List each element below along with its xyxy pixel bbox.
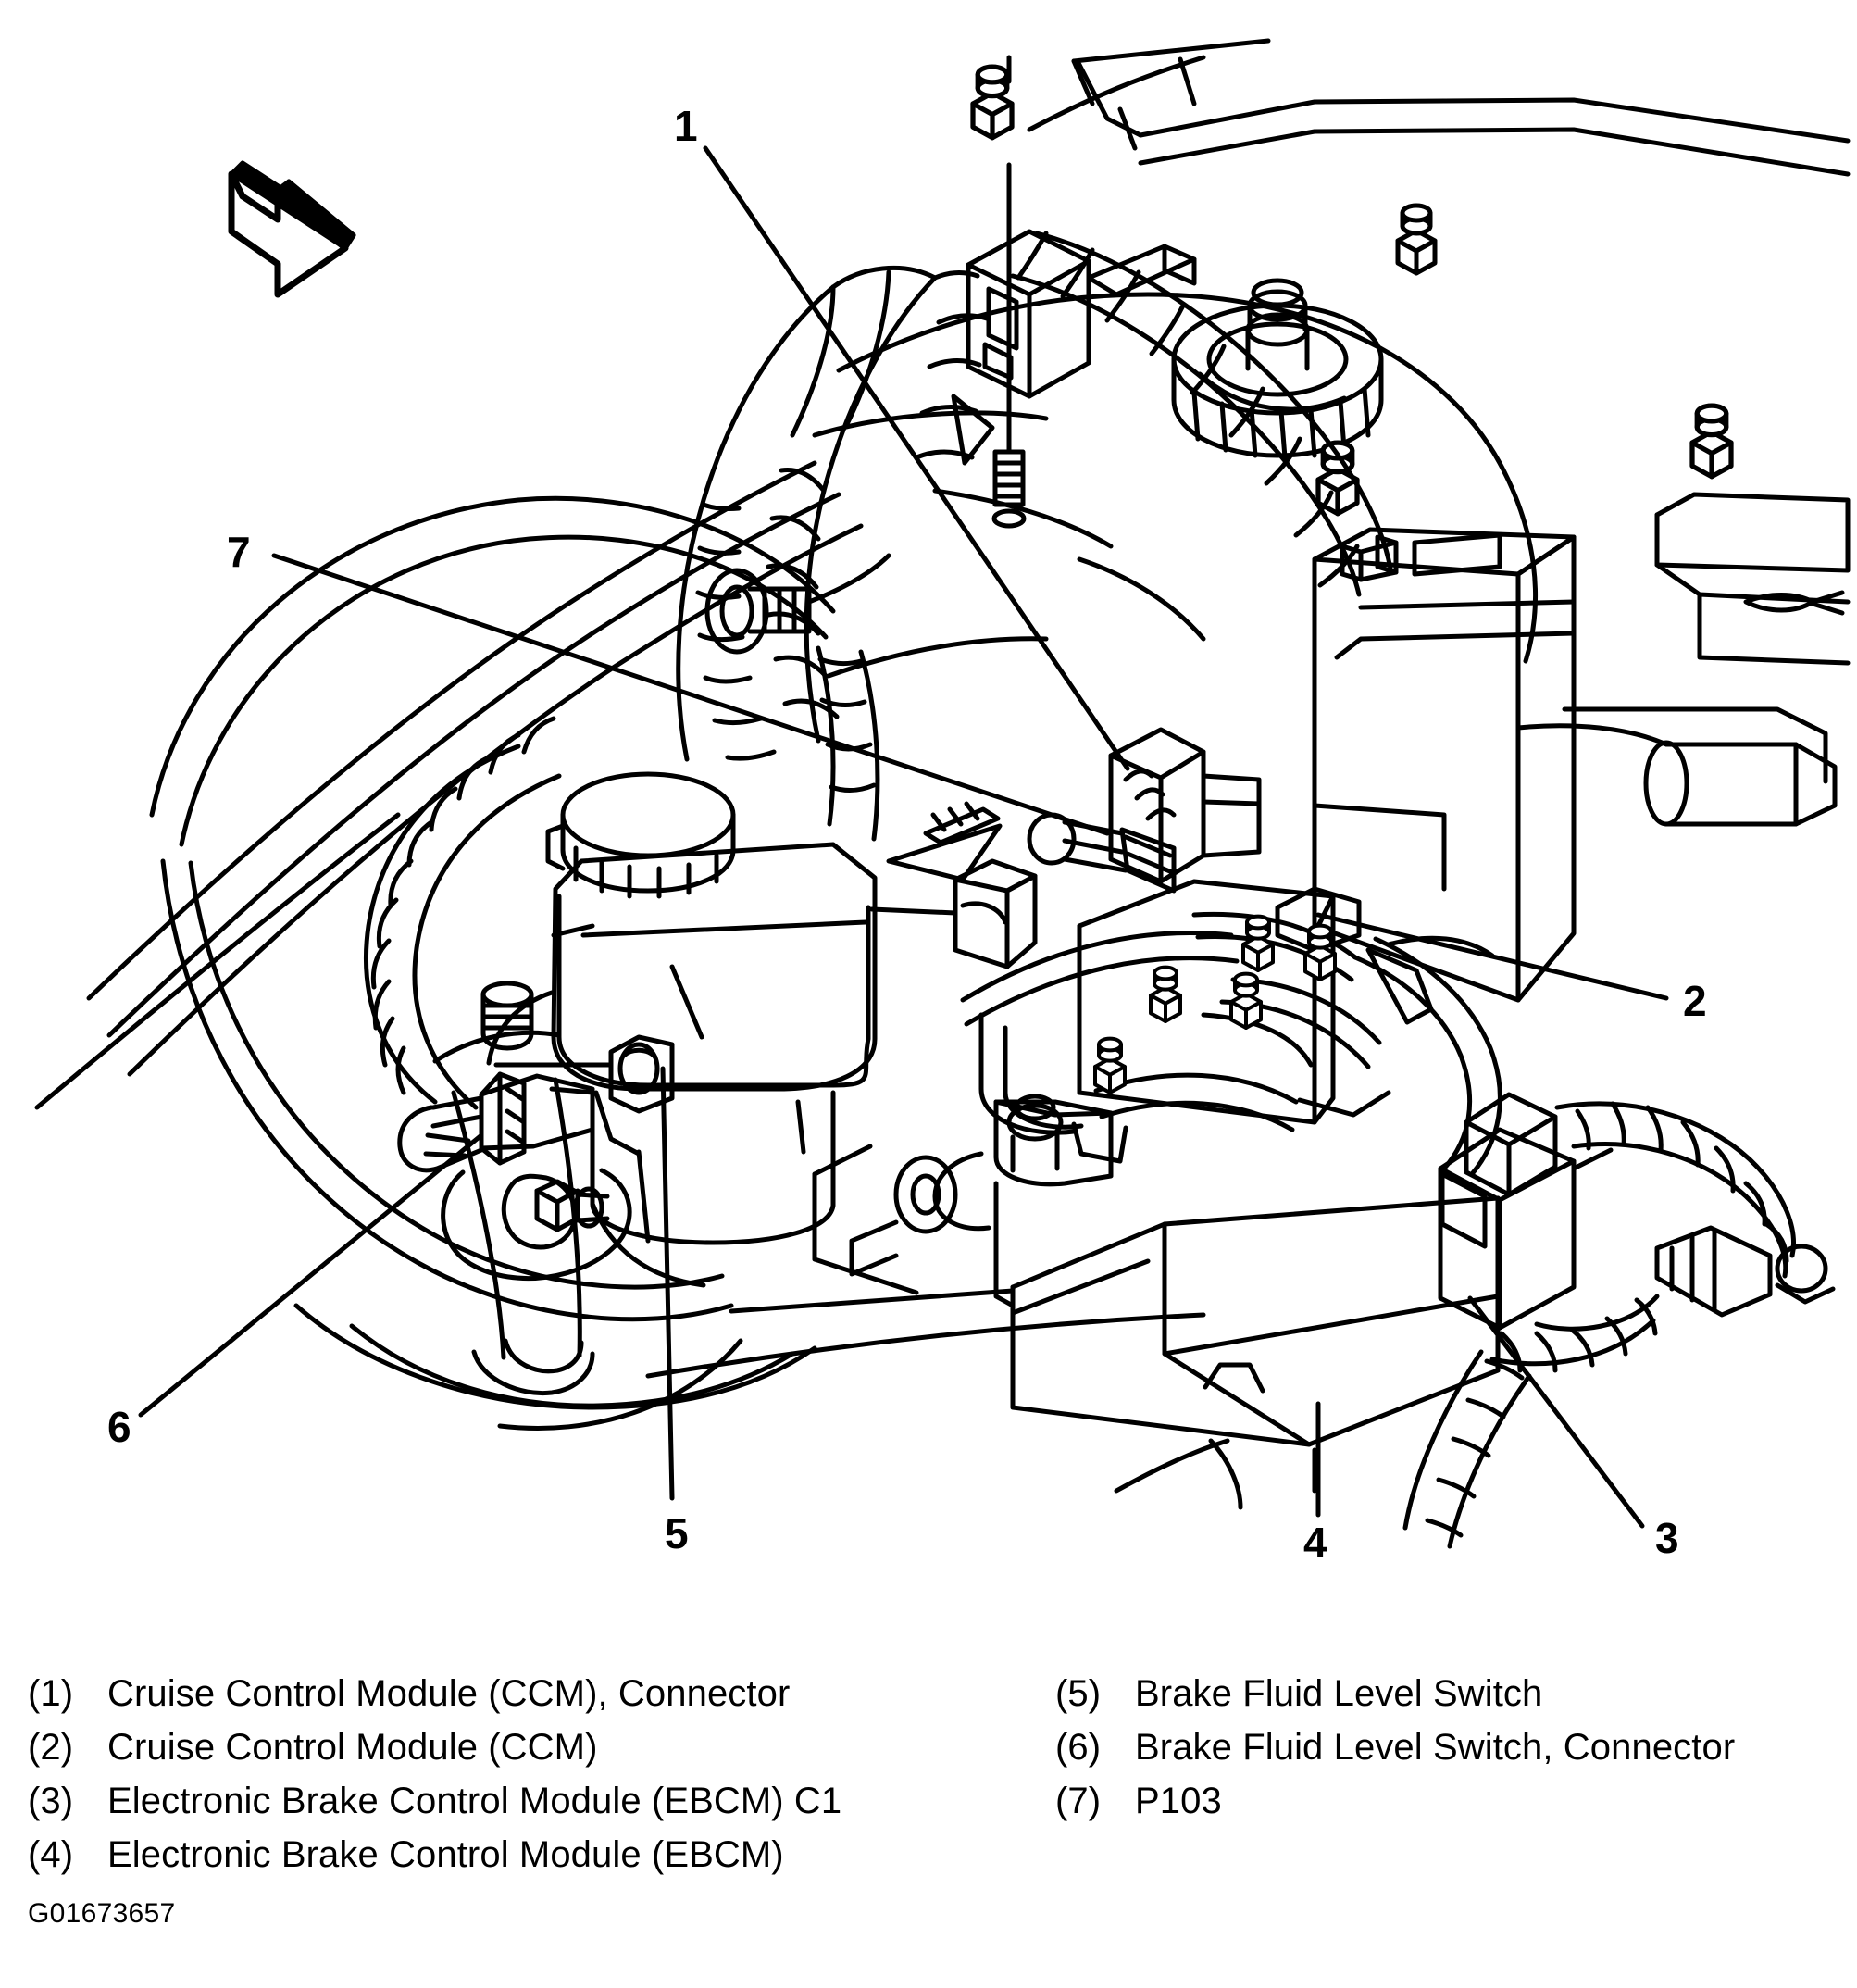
callout-5: 5: [665, 1509, 689, 1557]
legend-number: (2): [28, 1727, 74, 1768]
ebcm-c1-connector: [1438, 1092, 1614, 1331]
inline-connector: [991, 508, 1027, 529]
direction-arrow-icon: [228, 160, 356, 298]
wire-harness-conduit-right: [1010, 231, 1393, 597]
support-bracket: [812, 1144, 919, 1295]
cowl-panel: [1027, 38, 1851, 177]
lower-structure-lines: [645, 1288, 1317, 1510]
legend-item-1: (1) Cruise Control Module (CCM), Connect…: [28, 1667, 935, 1720]
legend-label: Brake Fluid Level Switch: [1135, 1673, 1543, 1714]
legend-label: Cruise Control Module (CCM), Connector: [107, 1673, 791, 1714]
callout-6: 6: [107, 1403, 131, 1451]
brake-booster: [149, 495, 836, 1431]
legend-number: (6): [1055, 1727, 1102, 1768]
reservoir-cap: [545, 771, 736, 899]
figure-code: G01673657: [28, 1898, 176, 1929]
legend-number: (5): [1055, 1673, 1102, 1714]
brake-pipes: [960, 886, 1502, 1177]
legend-number: (7): [1055, 1781, 1102, 1821]
leader-lines: [138, 145, 1669, 1529]
pipe-stub-right: [1562, 706, 1828, 784]
legend-item-4: (4) Electronic Brake Control Module (EBC…: [28, 1828, 935, 1882]
harness-to-ebcm-c1: [1402, 1101, 1836, 1549]
wire-harness-conduit-main: [676, 265, 990, 762]
right-bracket: [1654, 492, 1851, 666]
master-cylinder-reservoir: [551, 842, 878, 1245]
legend-item-6: (6) Brake Fluid Level Switch, Connector: [1055, 1720, 1851, 1774]
legend-item-3: (3) Electronic Brake Control Module (EBC…: [28, 1774, 935, 1828]
legend-item-5: (5) Brake Fluid Level Switch: [1055, 1667, 1851, 1720]
legend-column-right: (5) Brake Fluid Level Switch (6) Brake F…: [1055, 1667, 1851, 1828]
legend-label: Brake Fluid Level Switch, Connector: [1135, 1727, 1736, 1768]
legend-label: Electronic Brake Control Module (EBCM): [107, 1834, 784, 1875]
legend-item-2: (2) Cruise Control Module (CCM): [28, 1720, 935, 1774]
pulley-gear: [1171, 278, 1384, 460]
callout-7: 7: [227, 528, 251, 576]
screw-pointer-symbol: [886, 801, 1003, 882]
legend-item-7: (7) P103: [1055, 1774, 1851, 1828]
ccm-connector: [1027, 727, 1262, 894]
legend-number: (1): [28, 1673, 74, 1714]
wire-harness-left-loop: [363, 716, 562, 1110]
callout-3: 3: [1655, 1514, 1679, 1562]
proportioning-valve: [849, 1094, 1114, 1308]
harness-connector-block-top: [966, 229, 1197, 399]
harness-lower-branch: [816, 645, 880, 842]
callout-4: 4: [1303, 1519, 1327, 1567]
legend-label: Electronic Brake Control Module (EBCM) C…: [107, 1781, 842, 1821]
legend-label: Cruise Control Module (CCM): [107, 1727, 598, 1768]
master-cylinder-mounting-nut: [441, 1168, 632, 1282]
legend-column-left: (1) Cruise Control Module (CCM), Connect…: [28, 1667, 935, 1882]
legend-number: (3): [28, 1781, 74, 1821]
ccm-mount-tab: [869, 858, 1038, 969]
callout-1: 1: [674, 102, 698, 150]
callout-2: 2: [1683, 977, 1707, 1025]
brake-fluid-level-switch: [493, 1034, 675, 1114]
legend-number: (4): [28, 1834, 74, 1875]
harness-grommet: [704, 553, 891, 655]
legend-label: P103: [1135, 1781, 1222, 1821]
